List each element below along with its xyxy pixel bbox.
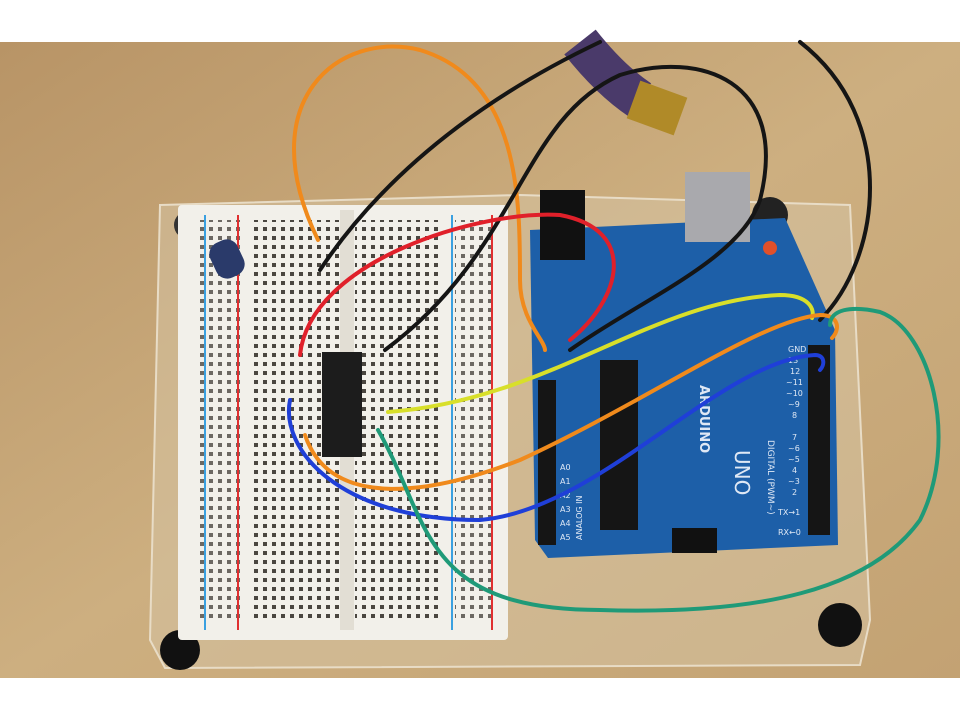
wire-yellow bbox=[386, 292, 815, 414]
wire-black bbox=[798, 40, 872, 322]
digital-label: DIGITAL (PWM~) bbox=[765, 440, 775, 515]
wire-black bbox=[383, 64, 768, 352]
wire-red bbox=[298, 212, 616, 357]
pin-label: ~6 bbox=[788, 444, 800, 453]
board-model: UNO bbox=[730, 450, 754, 495]
pin-label: 2 bbox=[792, 488, 797, 497]
pin-label: A1 bbox=[560, 477, 571, 486]
arduino-uno-board: ARDUINO UNO DIGITAL (PWM~) ANALOG IN GND… bbox=[530, 172, 838, 558]
pin-label: A2 bbox=[560, 491, 571, 500]
pin-label: ~3 bbox=[788, 477, 800, 486]
pin-label: ~5 bbox=[788, 455, 800, 464]
pin-label: A3 bbox=[560, 505, 571, 514]
wire-green bbox=[376, 306, 941, 613]
pin-label: TX→1 bbox=[777, 508, 800, 517]
pin-label: A4 bbox=[560, 519, 571, 528]
pin-label: A5 bbox=[560, 533, 571, 542]
pin-label: ~10 bbox=[786, 389, 803, 398]
analog-label: ANALOG IN bbox=[575, 496, 584, 541]
pin-label: 7 bbox=[792, 433, 797, 442]
wire-blue bbox=[286, 352, 826, 523]
wire-orange-top bbox=[292, 44, 547, 352]
ic-chip bbox=[322, 352, 362, 457]
wire-black bbox=[318, 40, 602, 272]
pin-label: ~11 bbox=[786, 378, 803, 387]
rubber-foot bbox=[818, 603, 862, 647]
pin-label: 4 bbox=[792, 466, 797, 475]
capacitor bbox=[209, 239, 245, 279]
pin-label: 8 bbox=[792, 411, 797, 420]
pin-label: A0 bbox=[560, 463, 571, 472]
pin-label: 12 bbox=[790, 367, 800, 376]
board-logo: ARDUINO bbox=[696, 385, 711, 453]
wire-orange bbox=[303, 312, 839, 491]
pin-label: GND bbox=[788, 345, 806, 354]
pin-label: RX←0 bbox=[778, 528, 801, 537]
pin-label: ~9 bbox=[788, 400, 800, 409]
